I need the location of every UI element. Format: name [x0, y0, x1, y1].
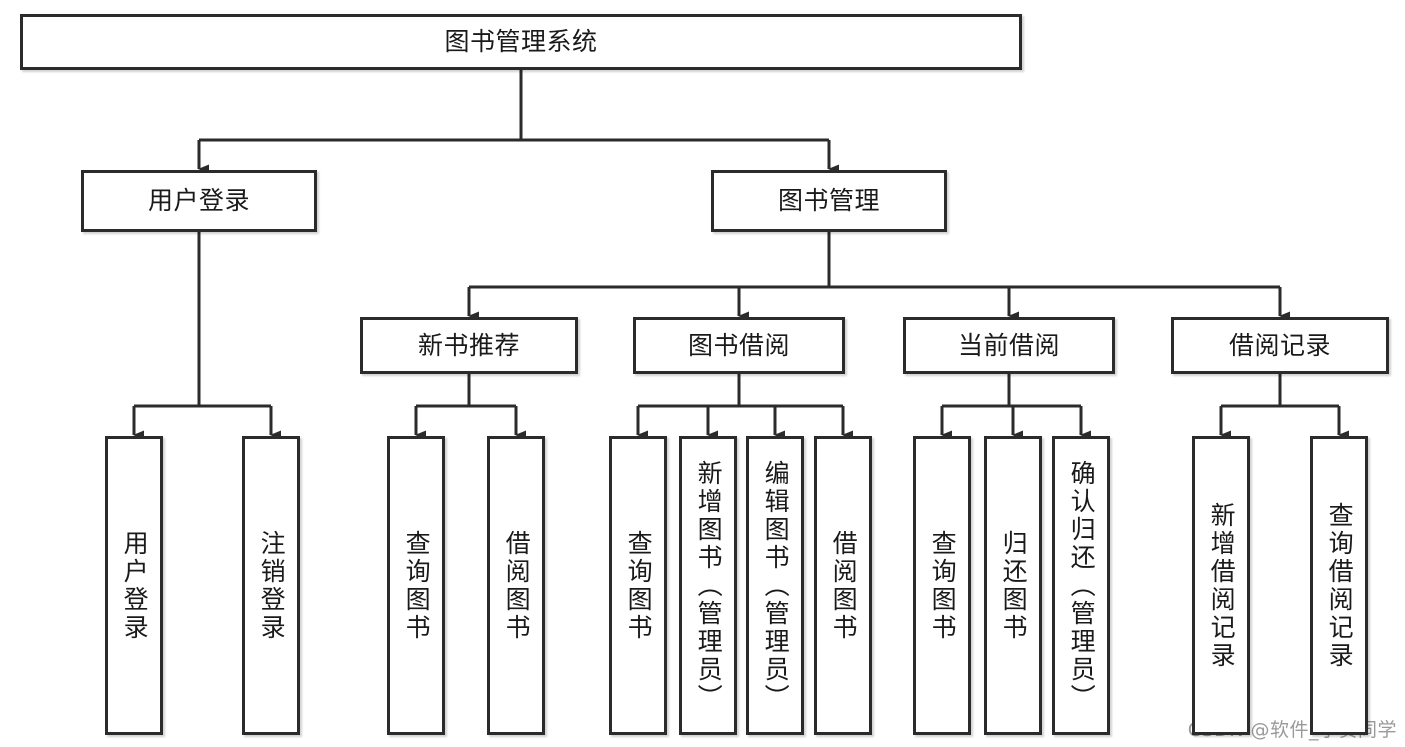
node-label: 查询借阅记录 — [1325, 501, 1355, 670]
node-book-manage[interactable]: 图书管理 — [711, 170, 947, 232]
node-label: 用户登录 — [120, 529, 150, 642]
node-label: 新增借阅记录 — [1207, 501, 1237, 670]
node-new-book-rec[interactable]: 新书推荐 — [360, 317, 578, 374]
node-leaf-confirm-return[interactable]: 确认归还（管理员） — [1052, 436, 1110, 735]
node-label: 借阅图书 — [502, 529, 532, 642]
node-leaf-return-book[interactable]: 归还图书 — [984, 436, 1042, 735]
node-label: 查询图书 — [402, 529, 432, 642]
node-leaf-user-logout[interactable]: 注销登录 — [242, 436, 300, 735]
node-label: 归还图书 — [999, 529, 1029, 642]
node-label: 新增图书（管理员） — [694, 459, 724, 712]
node-leaf-query-record[interactable]: 查询借阅记录 — [1310, 436, 1368, 735]
node-label: 借阅图书 — [829, 529, 859, 642]
node-label: 图书借阅 — [687, 330, 790, 360]
node-leaf-query-book-1[interactable]: 查询图书 — [387, 436, 445, 735]
node-label: 编辑图书（管理员） — [761, 459, 791, 712]
node-leaf-borrow-book-2[interactable]: 借阅图书 — [814, 436, 872, 735]
node-user-login[interactable]: 用户登录 — [81, 170, 317, 232]
node-label: 查询图书 — [928, 529, 958, 642]
node-leaf-borrow-book-1[interactable]: 借阅图书 — [487, 436, 545, 735]
node-root[interactable]: 图书管理系统 — [20, 14, 1022, 70]
node-label: 用户登录 — [147, 186, 250, 216]
node-label: 确认归还（管理员） — [1067, 459, 1097, 712]
node-label: 新书推荐 — [417, 330, 520, 360]
node-leaf-add-book[interactable]: 新增图书（管理员） — [679, 436, 737, 735]
node-leaf-query-book-2[interactable]: 查询图书 — [609, 436, 667, 735]
node-label: 注销登录 — [257, 529, 287, 642]
node-label: 图书管理 — [777, 186, 880, 216]
node-label: 当前借阅 — [957, 330, 1060, 360]
node-label: 借阅记录 — [1228, 330, 1331, 360]
node-current-borrow[interactable]: 当前借阅 — [903, 317, 1115, 374]
node-book-borrow[interactable]: 图书借阅 — [633, 317, 845, 374]
node-borrow-record[interactable]: 借阅记录 — [1171, 317, 1389, 374]
node-leaf-user-login[interactable]: 用户登录 — [105, 436, 163, 735]
node-label: 查询图书 — [624, 529, 654, 642]
node-leaf-add-record[interactable]: 新增借阅记录 — [1192, 436, 1250, 735]
node-leaf-edit-book[interactable]: 编辑图书（管理员） — [746, 436, 804, 735]
node-leaf-query-book-3[interactable]: 查询图书 — [913, 436, 971, 735]
node-label: 图书管理系统 — [444, 27, 598, 57]
